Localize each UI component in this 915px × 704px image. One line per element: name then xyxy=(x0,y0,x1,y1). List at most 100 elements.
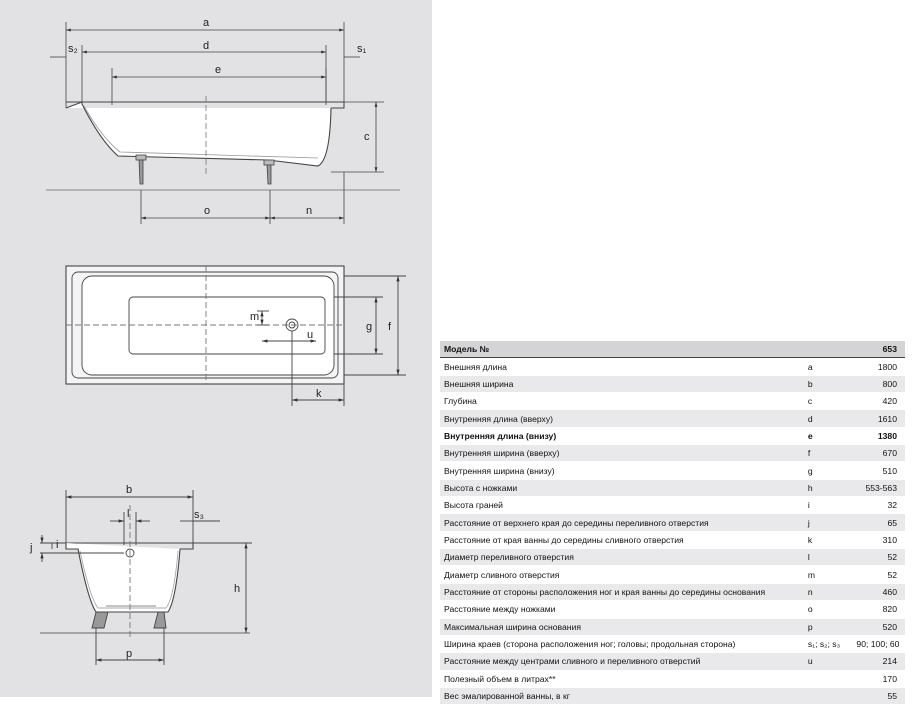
spec-code: m xyxy=(803,565,853,584)
spec-code: a xyxy=(803,357,853,376)
dim-label-f: f xyxy=(388,321,392,333)
spec-code: k xyxy=(803,530,853,549)
spec-name: Внутренняя ширина (вверху) xyxy=(440,444,804,462)
spec-name: Расстояние от края ванны до середины сли… xyxy=(440,530,804,549)
spec-value: 310 xyxy=(852,530,905,549)
dim-label-a: a xyxy=(203,17,210,29)
dim-label-n: n xyxy=(306,205,312,217)
side-view-drawing xyxy=(46,22,400,224)
spec-name: Внутренняя ширина (внизу) xyxy=(440,461,804,480)
spec-code xyxy=(803,686,853,704)
spec-value: 460 xyxy=(852,582,905,601)
spec-value: 170 xyxy=(852,669,905,688)
dim-label-e: e xyxy=(215,64,221,76)
spec-code: o xyxy=(803,600,853,618)
spec-value: 1800 xyxy=(852,357,905,376)
spec-value: 520 xyxy=(852,617,905,636)
spec-name: Расстояние между центрами сливного и пер… xyxy=(440,652,804,671)
dim-label-i: i xyxy=(56,539,58,551)
dim-label-j: j xyxy=(29,542,32,554)
dim-label-s1: s₁ xyxy=(357,43,367,55)
spec-code: h xyxy=(803,478,853,497)
spec-value: 90; 100; 60 xyxy=(852,634,905,653)
spec-value: 55 xyxy=(852,686,905,704)
spec-value: 1380 xyxy=(852,426,905,445)
spec-row: Расстояние от верхнего края до середины … xyxy=(440,513,905,532)
dim-label-h: h xyxy=(234,583,240,595)
spec-code: l xyxy=(803,548,853,566)
dim-label-s2: s₂ xyxy=(68,43,78,55)
spec-name: Внешняя ширина xyxy=(440,374,804,393)
dim-label-g: g xyxy=(366,321,372,333)
spec-name: Полезный объем в литрах** xyxy=(440,669,804,688)
spec-value: 420 xyxy=(852,392,905,410)
spec-value: 1610 xyxy=(852,409,905,428)
spec-code: u xyxy=(803,652,853,671)
dim-label-l: l xyxy=(127,508,129,520)
dim-label-m: m xyxy=(250,311,259,323)
spec-name: Высота с ножками xyxy=(440,478,804,497)
top-view-drawing xyxy=(65,265,406,406)
spec-code: p xyxy=(803,617,853,636)
spec-name: Расстояние между ножками xyxy=(440,600,804,618)
spec-name: Максимальная ширина основания xyxy=(440,617,804,636)
spec-value: 65 xyxy=(852,513,905,532)
spec-code: g xyxy=(803,461,853,480)
spec-code: i xyxy=(803,496,853,514)
spec-name: Ширина краев (сторона расположения ног; … xyxy=(440,634,804,653)
spec-name: Внешняя длина xyxy=(440,357,804,376)
spec-name: Расстояние от верхнего края до середины … xyxy=(440,513,804,532)
spec-value: 214 xyxy=(852,652,905,671)
spec-value: 670 xyxy=(852,444,905,462)
model-number: 653 xyxy=(852,339,905,358)
dim-label-c: c xyxy=(364,131,370,143)
spec-name: Вес эмалированной ванны, в кг xyxy=(440,686,804,704)
spec-code: e xyxy=(803,426,853,445)
spec-code: d xyxy=(803,409,853,428)
spec-code: c xyxy=(803,392,853,410)
spec-value: 52 xyxy=(852,565,905,584)
spec-row: Расстояние от стороны расположения ног и… xyxy=(440,582,905,601)
dim-label-d: d xyxy=(203,40,209,52)
spec-value: 32 xyxy=(852,496,905,514)
spec-value: 820 xyxy=(852,600,905,618)
spec-name: Внутренняя длина (внизу) xyxy=(440,426,804,445)
spec-code: b xyxy=(803,374,853,393)
spec-row: Расстояние между центрами сливного и пер… xyxy=(440,652,905,671)
spec-value: 52 xyxy=(852,548,905,566)
spec-code: s₁; s₂; s₃ xyxy=(803,634,853,653)
spec-value: 553-563 xyxy=(852,478,905,497)
spec-name: Расстояние от стороны расположения ног и… xyxy=(440,582,804,601)
spec-code: j xyxy=(803,513,853,532)
spec-code: f xyxy=(803,444,853,462)
dim-label-k: k xyxy=(316,388,322,400)
spec-value: 510 xyxy=(852,461,905,480)
spec-row: Расстояние от края ванны до середины сли… xyxy=(440,530,905,549)
dim-label-s3: s₃ xyxy=(194,509,204,521)
spec-name: Диаметр переливного отверстия xyxy=(440,548,804,566)
dim-label-o: o xyxy=(204,205,210,217)
spec-row: Ширина краев (сторона расположения ног; … xyxy=(440,634,905,653)
spec-row: Полезный объем в литрах** 170 xyxy=(440,669,905,688)
dim-label-p: p xyxy=(126,648,132,660)
model-label: Модель № xyxy=(440,339,804,358)
technical-drawings: a d e s₂ s₁ c o n m u g f k xyxy=(29,17,406,665)
model-code xyxy=(803,339,853,358)
technical-drawings-panel: a d e s₂ s₁ c o n m u g f k xyxy=(0,0,432,697)
spec-name: Внутренняя длина (вверху) xyxy=(440,409,804,428)
